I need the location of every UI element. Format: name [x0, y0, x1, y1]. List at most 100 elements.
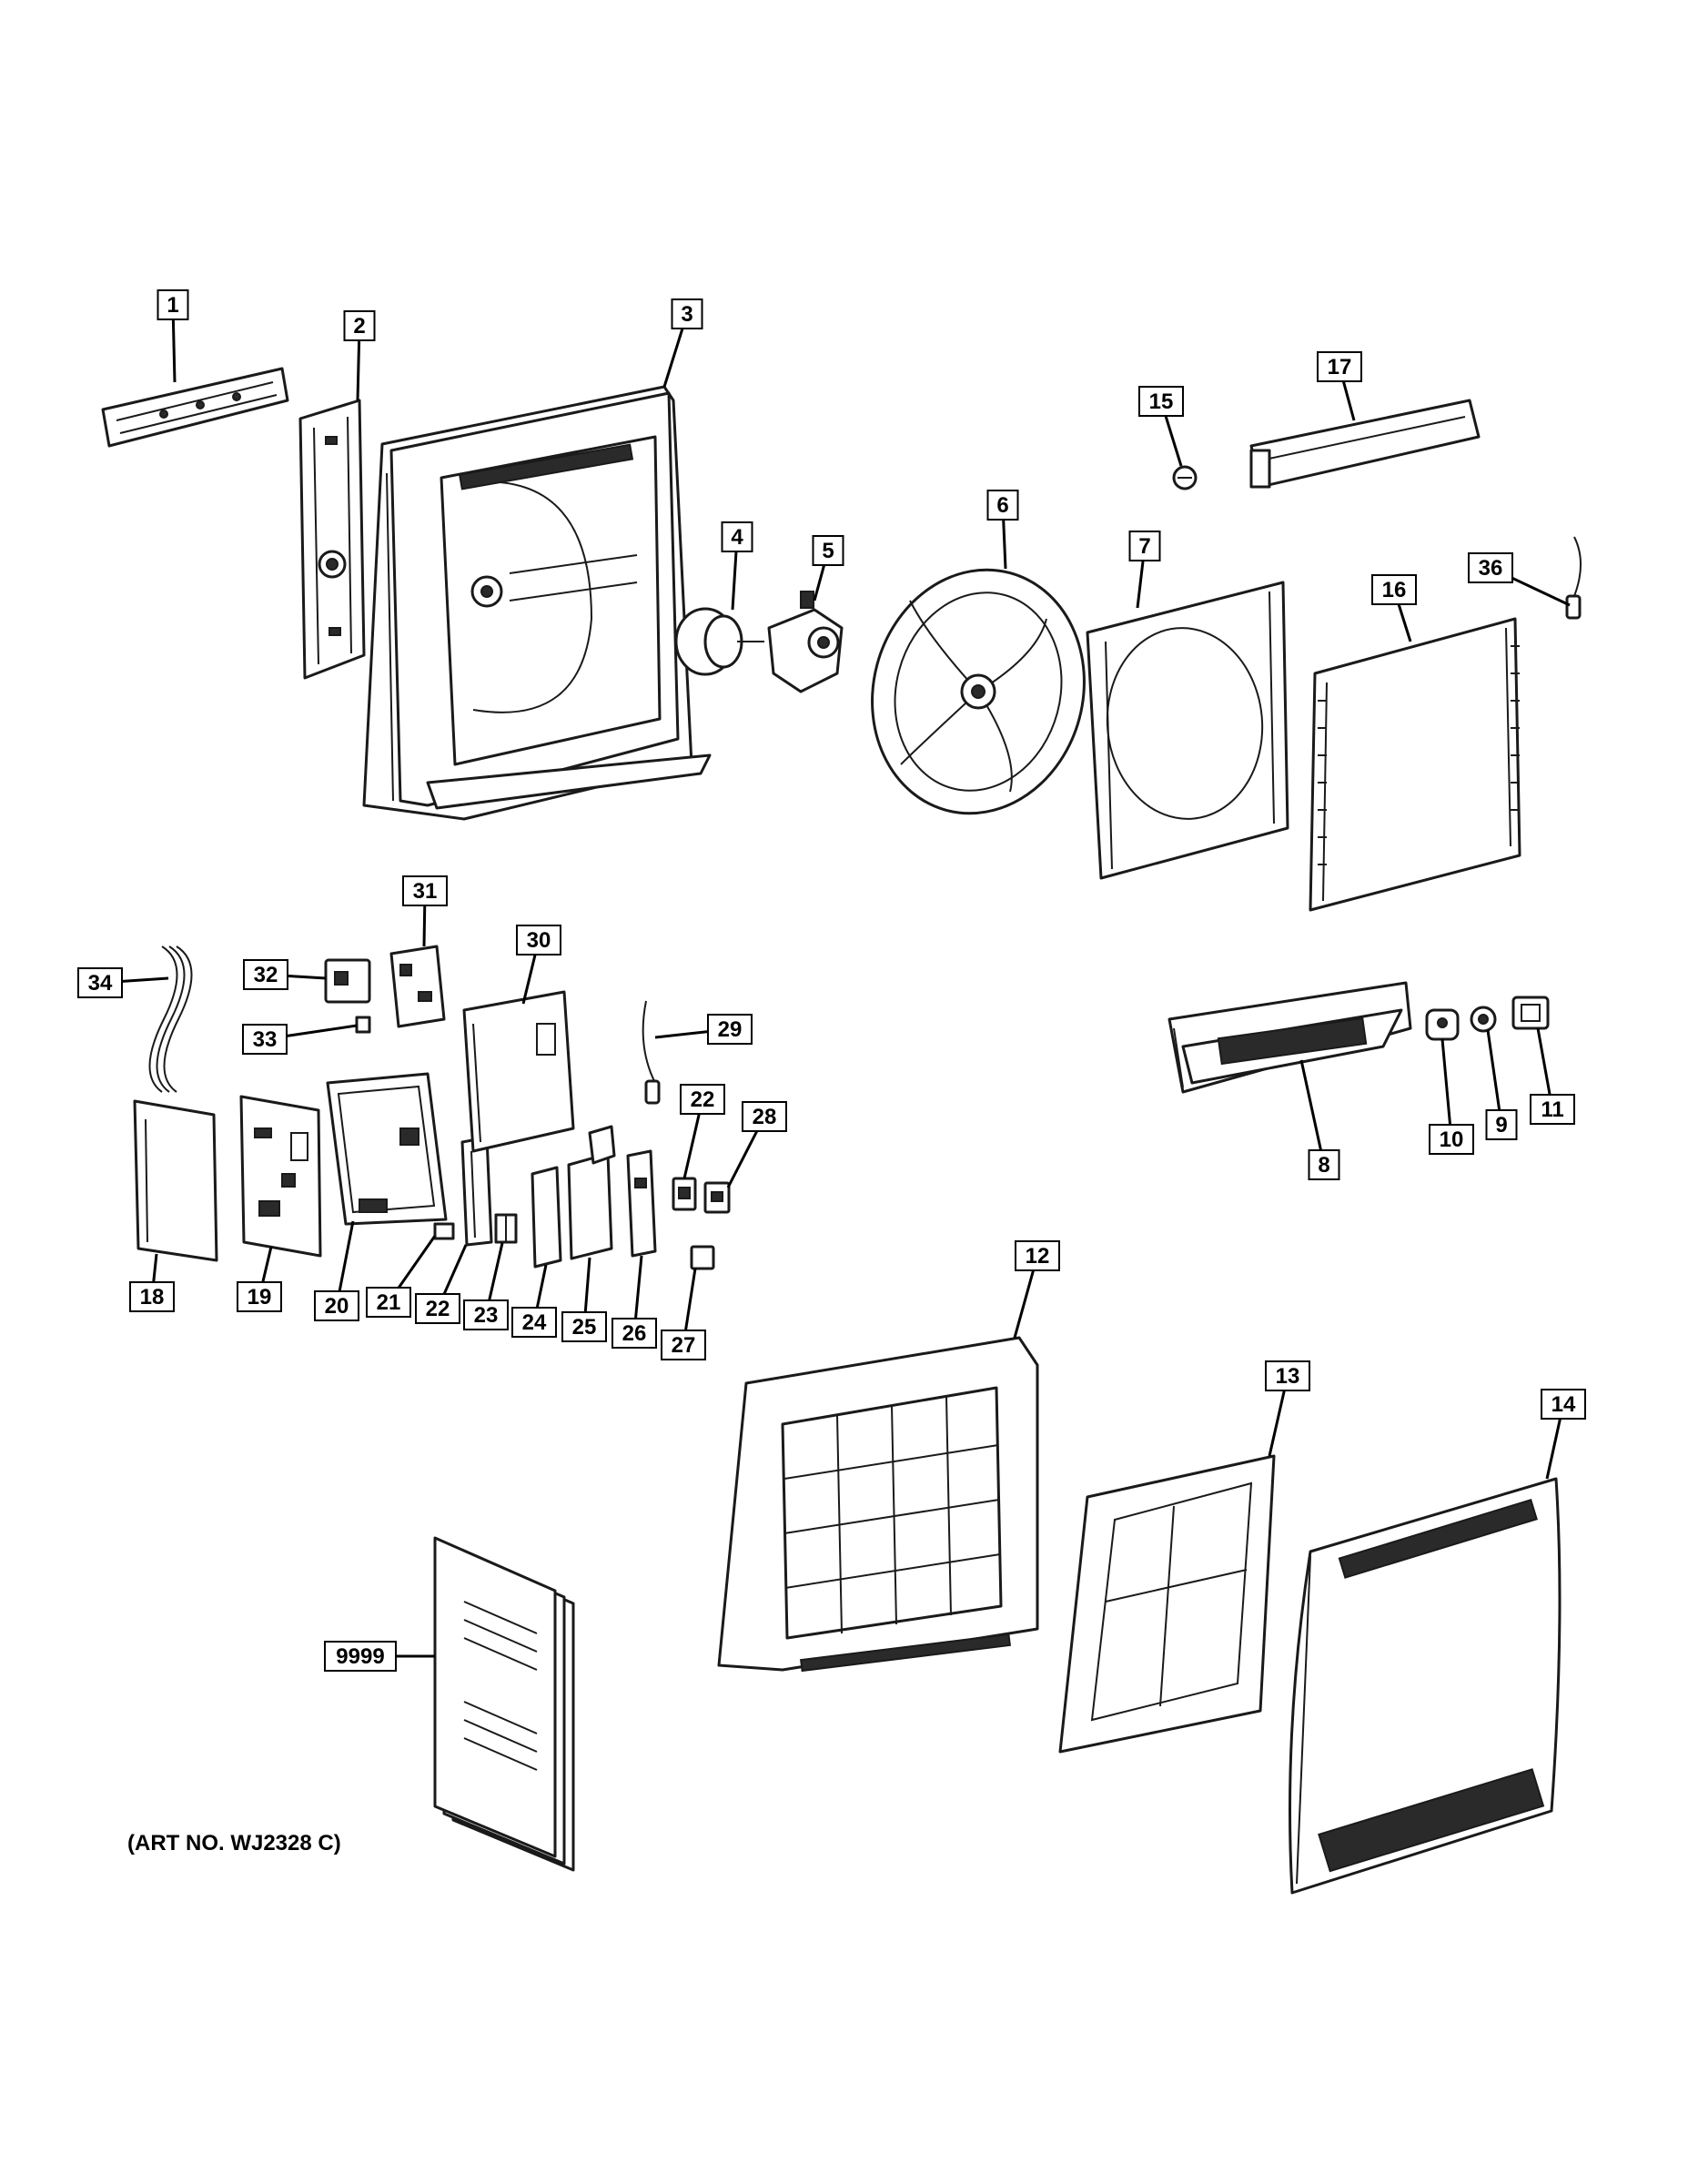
part-number-label-p32: 32 [254, 963, 278, 987]
label-box-p12 [1015, 1240, 1060, 1271]
label-box-p23 [463, 1299, 509, 1330]
label-box-p1 [157, 289, 189, 320]
label-box-p13 [1265, 1360, 1310, 1391]
part-10-step-motor [1425, 1008, 1460, 1041]
part-5-motor-mount [767, 591, 844, 693]
part-12-front-frame [717, 1336, 1039, 1673]
part-22-bracket-strip [460, 1136, 493, 1247]
part-number-label-p8: 8 [1318, 1153, 1329, 1178]
part-number-label-p14: 14 [1552, 1392, 1576, 1417]
label-box-p4 [721, 521, 753, 552]
label-box-p2 [343, 310, 376, 341]
label-box-p29 [707, 1014, 753, 1045]
label-box-p17 [1317, 351, 1362, 382]
label-box-p15 [1138, 386, 1184, 417]
part-31-relay [389, 945, 446, 1028]
part-3-chassis-frame [362, 385, 712, 821]
part-number-label-p9: 9 [1495, 1113, 1507, 1138]
part-13-filter [1058, 1454, 1276, 1754]
leader-line-p8 [1299, 1059, 1326, 1166]
part-26-housing-narrow [626, 1149, 657, 1258]
part-32-switch [324, 958, 371, 1004]
part-17-top-louver [1249, 399, 1481, 489]
part-number-label-p16: 16 [1382, 578, 1407, 602]
part-22-small-board [672, 1177, 697, 1211]
part-number-label-p20: 20 [325, 1294, 349, 1319]
part-7-fan-shroud [1086, 581, 1289, 880]
label-box-p33 [242, 1024, 288, 1055]
part-18-cover-plate [133, 1099, 218, 1262]
label-box-p21 [366, 1287, 411, 1318]
part-number-label-p1: 1 [167, 293, 178, 318]
label-box-p7 [1128, 531, 1161, 561]
part-number-label-p21: 21 [377, 1290, 401, 1315]
part-9-small-coupler [1470, 1006, 1497, 1033]
art-number: (ART NO. WJ2328 C) [127, 1831, 341, 1855]
label-box-p3 [671, 298, 703, 329]
part-33-connector [355, 1016, 371, 1034]
label-box-p16 [1371, 574, 1417, 605]
part-15-knob [1172, 465, 1198, 490]
part-9999-manual [433, 1536, 575, 1872]
part-6-blower-wheel [871, 568, 1086, 815]
part-19-circuit-board [239, 1095, 322, 1258]
part-number-label-p18: 18 [140, 1285, 165, 1309]
part-number-label-p10: 10 [1440, 1127, 1464, 1152]
part-24-small-panel [531, 1166, 562, 1269]
label-box-p24 [511, 1307, 557, 1338]
part-number-label-p26: 26 [622, 1321, 647, 1346]
part-number-label-p24: 24 [522, 1310, 547, 1335]
part-28-small-board [703, 1181, 731, 1214]
label-box-p18 [129, 1281, 175, 1312]
label-box-p5 [812, 535, 844, 566]
part-number-label-p15: 15 [1149, 389, 1174, 414]
part-number-label-p36: 36 [1479, 556, 1503, 581]
label-box-p31 [402, 875, 448, 906]
part-number-label-p7: 7 [1138, 534, 1150, 559]
label-box-p9999 [324, 1641, 397, 1672]
part-number-label-p31: 31 [413, 879, 438, 904]
part-34-wire-harness [148, 945, 193, 1093]
part-number-label-p17: 17 [1328, 355, 1352, 379]
part-20-control-box [326, 1072, 448, 1226]
part-16-evaporator-coil [1309, 617, 1521, 912]
part-1-mounting-plate [101, 367, 289, 448]
label-box-p28 [742, 1101, 787, 1132]
label-box-p25 [561, 1311, 607, 1342]
label-box-p20 [314, 1290, 359, 1321]
part-number-label-p22a: 22 [426, 1297, 450, 1321]
label-box-p22a [415, 1293, 460, 1324]
leader-line-p10 [1440, 1038, 1453, 1140]
label-box-p8 [1308, 1149, 1340, 1180]
part-30-electrical-cover [462, 990, 575, 1153]
part-number-label-p12: 12 [1026, 1244, 1050, 1269]
label-box-p14 [1541, 1389, 1586, 1420]
label-box-p19 [237, 1281, 282, 1312]
part-number-label-p5: 5 [822, 539, 834, 563]
part-number-label-p6: 6 [996, 493, 1008, 518]
label-box-p32 [243, 959, 288, 990]
part-number-label-p11: 11 [1541, 1097, 1563, 1122]
part-number-label-p34: 34 [88, 971, 113, 996]
part-number-label-p19: 19 [248, 1285, 272, 1309]
part-27-small-board [690, 1245, 715, 1270]
label-box-p26 [612, 1318, 657, 1349]
part-number-label-p13: 13 [1276, 1364, 1300, 1389]
part-number-label-p30: 30 [527, 928, 551, 953]
part-11-motor-cover [1511, 996, 1550, 1030]
part-number-label-p27: 27 [672, 1333, 696, 1358]
part-4-fan-motor [674, 607, 764, 676]
part-number-label-p3: 3 [681, 302, 692, 327]
label-box-p34 [77, 967, 123, 998]
leader-line-p9 [1486, 1029, 1503, 1126]
label-box-p27 [661, 1330, 706, 1360]
label-box-p30 [516, 925, 561, 956]
part-number-label-p28: 28 [753, 1105, 777, 1129]
part-29-sensor-wire [642, 1000, 661, 1105]
part-number-label-p25: 25 [572, 1315, 597, 1340]
part-number-label-p33: 33 [253, 1027, 278, 1052]
label-box-p11 [1530, 1094, 1575, 1125]
part-number-label-p9999: 9999 [336, 1644, 384, 1669]
part-number-label-p23: 23 [474, 1303, 499, 1328]
